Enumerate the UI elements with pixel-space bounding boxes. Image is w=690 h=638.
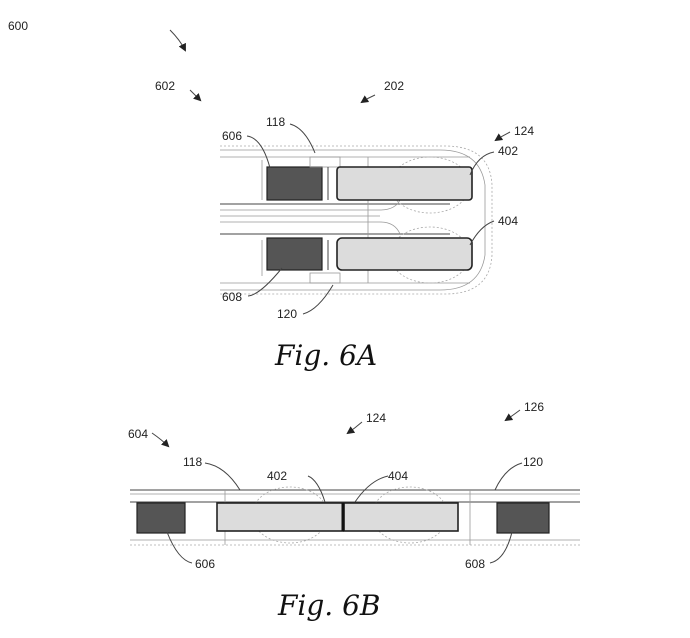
label-604: 604 [128,427,148,441]
label-404: 404 [388,469,408,483]
label-124: 124 [366,411,386,425]
label-120: 120 [277,307,297,321]
label-118: 118 [183,455,202,469]
label-124: 124 [514,124,534,138]
label-126: 126 [524,400,544,414]
figure-6a: 600 602 202 124 118 606 402 404 608 120 … [8,19,534,372]
magnet-606 [266,166,323,201]
magnet-608 [496,502,550,534]
label-120: 120 [523,455,543,469]
device-folded-drawing [220,145,493,295]
battery-402 [216,502,344,532]
label-202: 202 [384,79,404,93]
label-608: 608 [465,557,485,571]
battery-402 [336,166,473,201]
figure-6b: 604 124 126 118 402 404 120 606 608 Fig.… [128,400,580,622]
magnet-606 [136,502,186,534]
label-606: 606 [222,129,242,143]
label-606: 606 [195,557,215,571]
label-602: 602 [155,79,175,93]
figure-caption-6b: Fig. 6B [277,589,381,622]
label-608: 608 [222,290,242,304]
figure-caption-6a: Fig. 6A [274,339,377,372]
magnet-608 [266,237,323,271]
label-402: 402 [267,469,287,483]
battery-404 [336,237,473,271]
label-600: 600 [8,19,28,33]
label-118: 118 [266,115,285,129]
label-402: 402 [498,144,518,158]
device-flat-drawing [130,486,580,546]
battery-404 [343,502,459,532]
label-404: 404 [498,214,518,228]
